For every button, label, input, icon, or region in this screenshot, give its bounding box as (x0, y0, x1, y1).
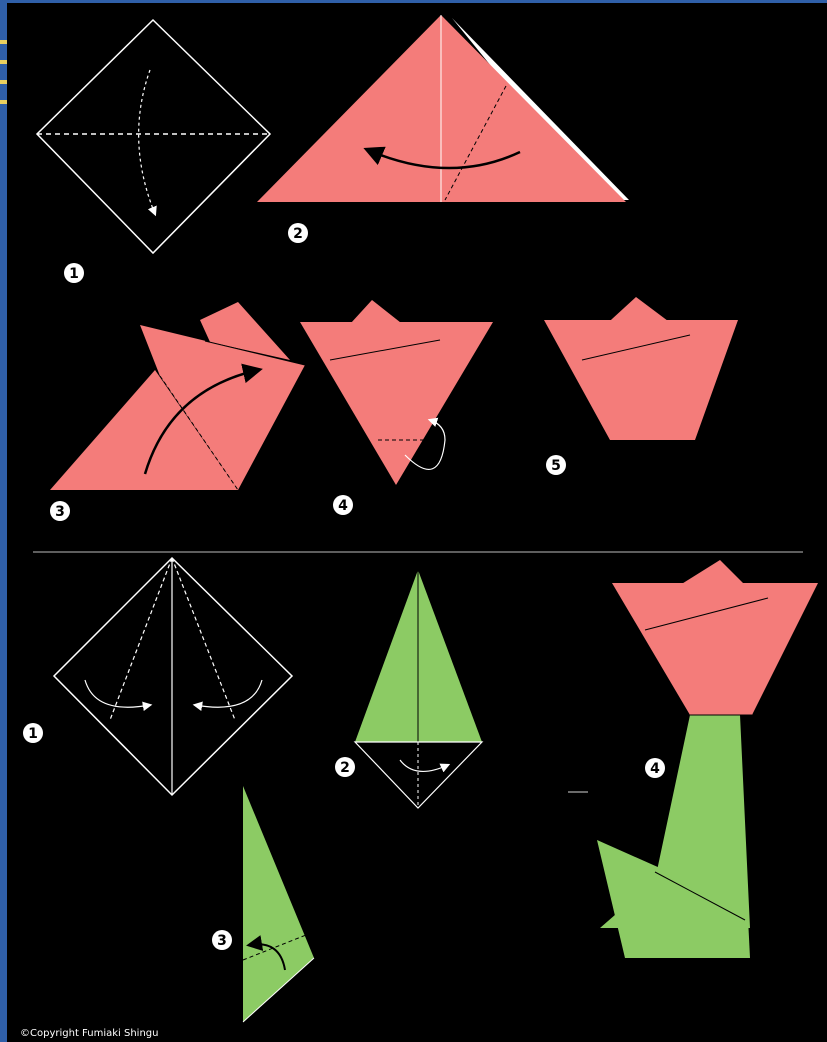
flower-step1-badge: 1 (64, 263, 84, 283)
step-number: 1 (69, 266, 79, 282)
step-number: 2 (293, 226, 303, 242)
flower-step5-badge: 5 (546, 455, 566, 475)
fold-arrow-icon (363, 146, 521, 170)
fold-arrow-icon (246, 935, 286, 971)
flower-step4-badge: 4 (333, 495, 353, 515)
step-number: 3 (55, 504, 65, 520)
step-number: 4 (338, 498, 348, 514)
flower-step5-tulip-head (544, 297, 738, 440)
stem-step3-badge: 3 (212, 930, 232, 950)
copyright-notice: ©Copyright Fumiaki Shingu (20, 1028, 158, 1039)
step-number: 1 (28, 726, 38, 742)
step-number: 2 (340, 760, 350, 776)
step-number: 5 (551, 458, 561, 474)
fold-arrow-icon (399, 759, 451, 773)
stem-step4-badge: 4 (645, 758, 665, 778)
stem-step2-kite (353, 570, 484, 809)
flower-step1-square (35, 18, 272, 255)
stem-step2-badge: 2 (335, 757, 355, 777)
flower-step2-badge: 2 (288, 223, 308, 243)
stem-step3-folded (242, 786, 315, 1023)
stem-step1-square (52, 556, 294, 797)
fold-arrow-icon (143, 363, 263, 475)
fold-arrow-icon (192, 679, 263, 711)
step-number: 4 (650, 761, 660, 777)
fold-arrow-icon (404, 417, 446, 470)
step-number: 3 (217, 933, 227, 949)
fold-arrow-icon (84, 679, 153, 712)
stem-step1-badge: 1 (23, 723, 43, 743)
flower-step3-partial-fold (50, 302, 306, 491)
stem-step4-finished-tulip (597, 560, 818, 958)
flower-step4-tulip (300, 300, 493, 485)
flower-step2-triangle (257, 15, 629, 202)
flower-step3-badge: 3 (50, 501, 70, 521)
fold-arrow-icon (138, 69, 157, 217)
